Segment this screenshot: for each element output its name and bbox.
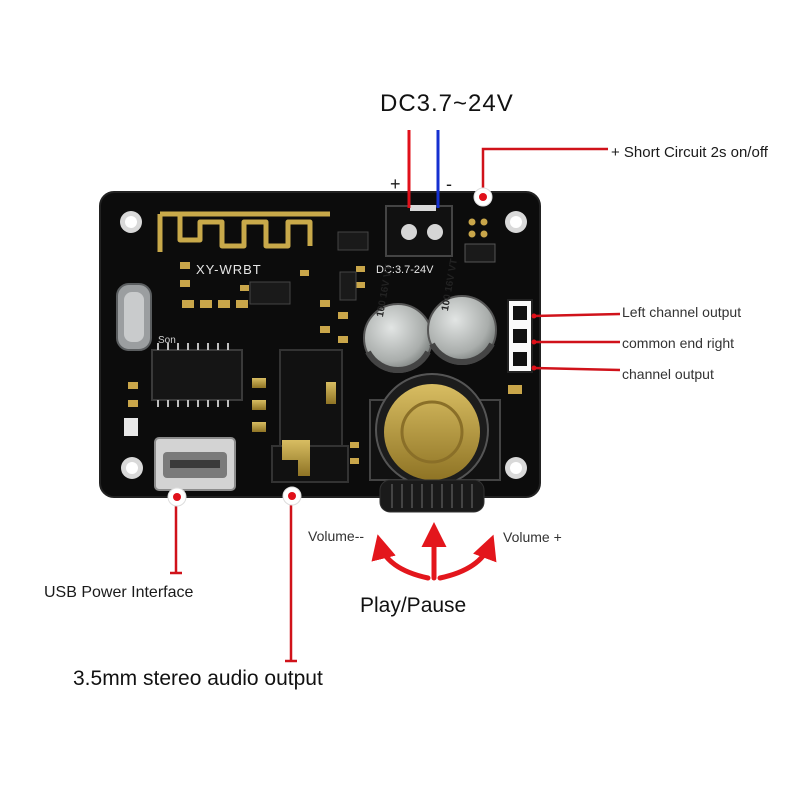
smd-components bbox=[128, 262, 522, 464]
rotary-encoder bbox=[369, 373, 501, 513]
output-header bbox=[507, 299, 533, 373]
dc-silk-label: DC:3.7-24V bbox=[376, 264, 434, 276]
usb-leader bbox=[170, 506, 182, 575]
minus-terminal-label: - bbox=[446, 174, 452, 194]
volume-plus-label: Volume + bbox=[503, 529, 562, 545]
volume-minus-label: Volume-- bbox=[308, 528, 365, 544]
regulator-chip bbox=[249, 281, 291, 305]
channel-output-label: channel output bbox=[622, 366, 714, 382]
led bbox=[124, 418, 138, 436]
short-circuit-label: + Short Circuit 2s on/off bbox=[611, 144, 768, 161]
short-circuit-pads bbox=[468, 218, 488, 238]
dc-terminal bbox=[385, 205, 453, 257]
short-circuit-leader bbox=[481, 147, 608, 196]
callout-dots bbox=[167, 187, 537, 507]
jack-solder-pads bbox=[252, 378, 266, 432]
audio-output-label: 3.5mm stereo audio output bbox=[73, 667, 323, 690]
play-pause-label: Play/Pause bbox=[360, 594, 467, 617]
plus-terminal-label: + bbox=[390, 174, 401, 194]
audio-jack bbox=[271, 349, 349, 483]
knob-arrows bbox=[371, 522, 497, 581]
volume-minus-arrow bbox=[371, 534, 431, 581]
capacitor-right bbox=[427, 295, 497, 365]
mounting-holes bbox=[120, 211, 527, 479]
audio-leader bbox=[285, 505, 297, 663]
antenna-trace bbox=[157, 211, 330, 252]
left-channel-leader bbox=[533, 312, 621, 318]
main-ic bbox=[151, 343, 243, 407]
left-channel-label: Left channel output bbox=[622, 304, 742, 320]
supply-voltage-label: DC3.7~24V bbox=[380, 90, 514, 117]
volume-plus-arrow bbox=[437, 534, 497, 581]
usb-port bbox=[154, 437, 236, 491]
channel-output-leader bbox=[533, 366, 621, 372]
crystal-label: Son bbox=[158, 335, 176, 346]
board-model-silk: XY-WRBT bbox=[196, 262, 262, 277]
usb-power-label: USB Power Interface bbox=[44, 584, 194, 601]
common-end-label: common end right bbox=[622, 335, 735, 351]
